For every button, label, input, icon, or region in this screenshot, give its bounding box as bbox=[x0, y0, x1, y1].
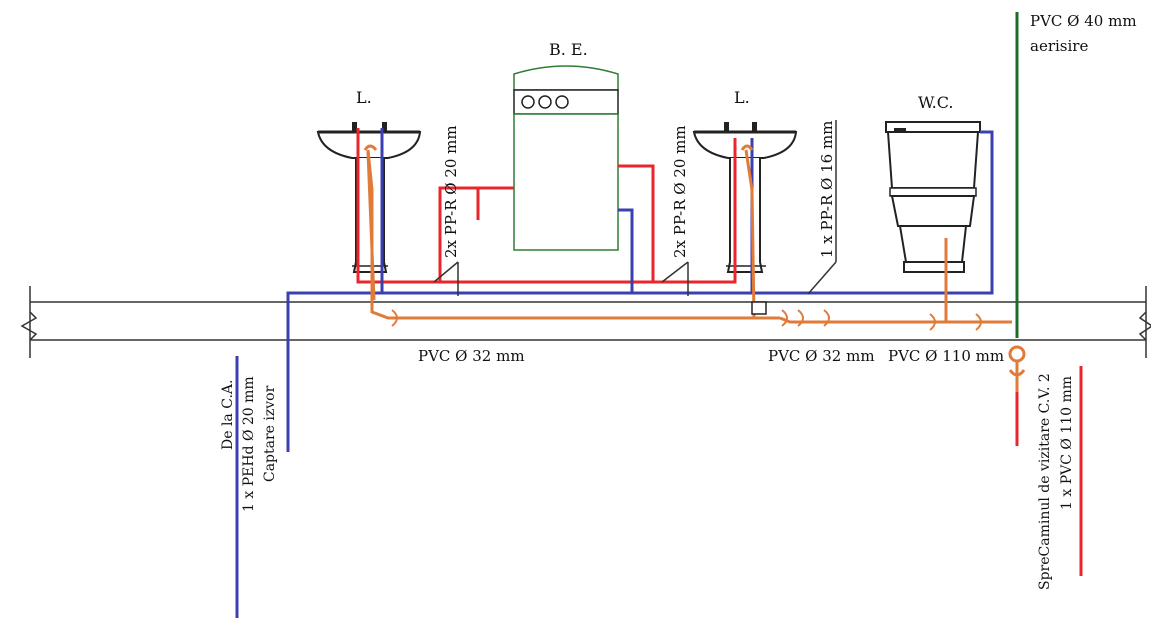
wall-band bbox=[20, 286, 1151, 358]
outlet-fitting bbox=[1008, 345, 1026, 363]
boiler bbox=[513, 65, 619, 251]
label-outlet-2: 1 x PVC Ø 110 mm bbox=[1059, 376, 1075, 510]
wc bbox=[885, 121, 981, 273]
label-supply-left: 2x PP-R Ø 20 mm bbox=[442, 125, 460, 258]
label-vent-desc: aerisire bbox=[1030, 37, 1088, 55]
boiler-dial-1 bbox=[521, 95, 535, 109]
label-outlet-1: SpreCaminul de vizitare C.V. 2 bbox=[1037, 373, 1053, 590]
label-supply-wc: 1 x PP-R Ø 16 mm bbox=[818, 121, 836, 258]
label-leaders bbox=[433, 120, 837, 296]
label-vent-size: PVC Ø 40 mm bbox=[1030, 12, 1137, 30]
boiler-dial-3 bbox=[555, 95, 569, 109]
outlet-pipe bbox=[1008, 345, 1026, 392]
lavatory-right bbox=[692, 122, 798, 273]
label-drain-32-left: PVC Ø 32 mm bbox=[418, 347, 525, 365]
label-lavatory-right: L. bbox=[734, 88, 750, 107]
drain-pipes bbox=[363, 144, 1012, 324]
label-drain-110: PVC Ø 110 mm bbox=[888, 347, 1004, 365]
label-wc: W.C. bbox=[918, 93, 954, 112]
label-drain-32-right: PVC Ø 32 mm bbox=[768, 347, 875, 365]
label-lavatory-left: L. bbox=[356, 88, 372, 107]
label-source-1: De la C.A. bbox=[220, 380, 236, 450]
label-source-2: 1 x PEHd Ø 20 mm bbox=[241, 376, 257, 512]
label-supply-mid: 2x PP-R Ø 20 mm bbox=[671, 125, 689, 258]
hot-water-pipes bbox=[356, 128, 737, 284]
label-source-3: Captare izvor bbox=[262, 385, 278, 482]
drain-fittings bbox=[391, 301, 982, 331]
label-boiler: B. E. bbox=[549, 40, 588, 59]
boiler-dial-2 bbox=[538, 95, 552, 109]
break-symbol-left bbox=[20, 311, 38, 341]
break-symbol-right bbox=[1138, 311, 1151, 341]
